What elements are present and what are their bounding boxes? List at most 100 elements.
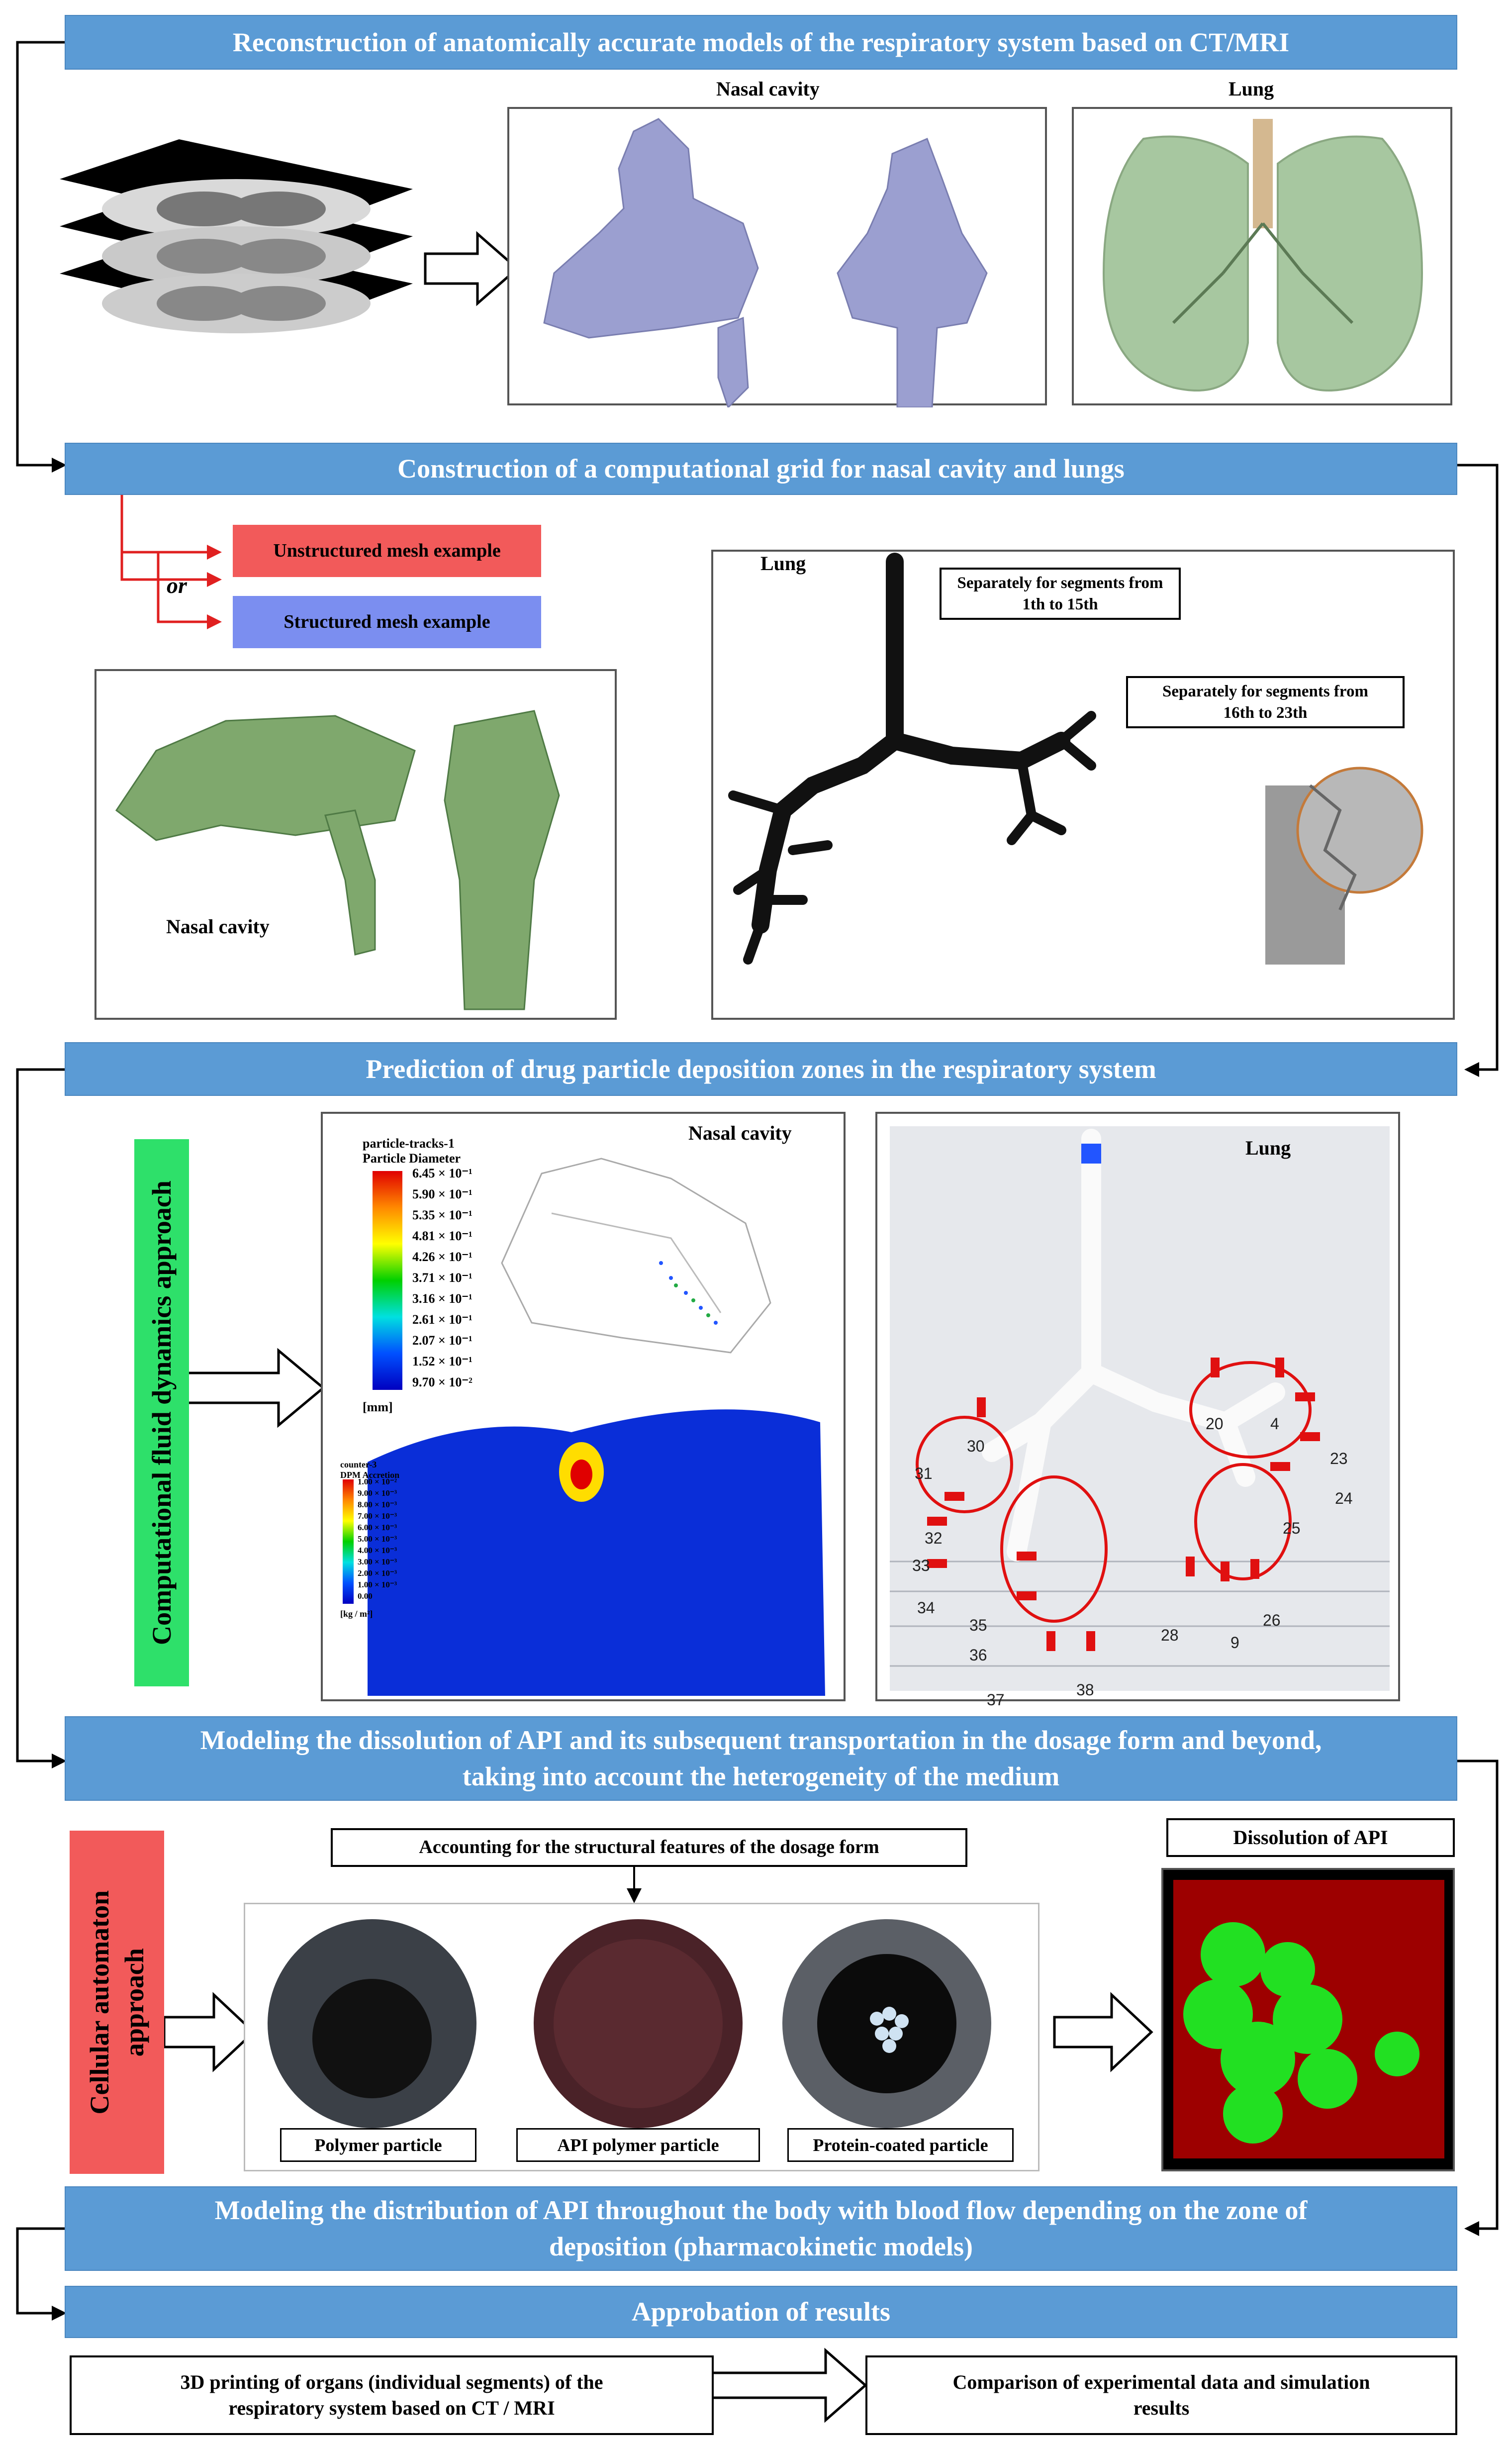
comparison-line1: Comparison of experimental data and simu… [952,2371,1370,2393]
particle-diameter-colorbar [373,1171,402,1390]
nasal-cfd-frame: Nasal cavity particle-tracks-1 Particle … [321,1112,846,1701]
lung-airway-mesh [728,553,1096,965]
lung-segment-number: 38 [1076,1681,1094,1699]
cfd-approach-text: Computational fluid dynamics approach [146,1180,177,1645]
lung-segment-number: 36 [969,1646,987,1664]
banner-prediction-text: Prediction of drug particle deposition z… [366,1054,1156,1084]
dissolution-api-box: Dissolution of API [1166,1818,1455,1857]
dpm-accretion-colorbar [343,1479,354,1604]
legend-value: 4.81 × 10⁻¹ [412,1229,472,1243]
lung-cfd-scene [890,1126,1390,1691]
callout-1-line1: Separately for segments from [957,574,1163,592]
lung-segment-number: 32 [925,1529,943,1547]
banner-prediction: Prediction of drug particle deposition z… [65,1042,1457,1096]
legend-value: 1.00 × 10⁻³ [358,1580,397,1589]
callout-2-line1: Separately for segments from [1162,682,1368,700]
lung-segment-number: 28 [1161,1626,1179,1644]
banner-distribution-line1: Modeling the distribution of API through… [214,2195,1308,2226]
unstructured-mesh-label: Unstructured mesh example [233,525,541,577]
legend-value: 6.45 × 10⁻¹ [412,1166,472,1180]
legend-value: 9.70 × 10⁻² [412,1375,472,1389]
lung-segment-number: 24 [1335,1489,1353,1507]
nasal-cavity-title: Nasal cavity [716,78,820,100]
callout-2-line2: 16th to 23th [1223,703,1308,722]
printing-organs-line2: respiratory system based on CT / MRI [228,2397,555,2419]
dissolution-simulation-image [1161,1868,1455,2171]
legend-value: 5.35 × 10⁻¹ [412,1208,472,1222]
banner-grid: Construction of a computational grid for… [65,443,1457,495]
nasal-particle-tracks [368,1158,825,1696]
legend-value: 5.00 × 10⁻³ [358,1534,397,1544]
comparison-box: Comparison of experimental data and simu… [865,2355,1457,2435]
banner-approbation-text: Approbation of results [631,2297,891,2327]
legend-value: 2.00 × 10⁻³ [358,1568,397,1578]
banner-reconstruction-text: Reconstruction of anatomically accurate … [232,27,1290,57]
lung-segment-number: 23 [1330,1450,1348,1467]
lung-3d-frame [1072,107,1452,405]
lung-segment-number: 30 [967,1437,985,1455]
nasal-mesh-frame: Nasal cavity [94,669,617,1020]
legend-title-line2: Particle Diameter [363,1151,461,1166]
banner-dissolution-line2: taking into account the heterogeneity of… [462,1761,1060,1791]
legend2-unit: [kg / m²] [340,1609,373,1619]
polymer-particle-label: Polymer particle [280,2128,476,2162]
legend-value: 2.61 × 10⁻¹ [412,1312,472,1327]
accounting-structural-box: Accounting for the structural features o… [331,1828,967,1867]
api-polymer-particle-label: API polymer particle [516,2128,760,2162]
comparison-line2: results [1133,2397,1190,2419]
legend-value: 9.00 × 10⁻³ [358,1488,397,1498]
lung-cfd-title: Lung [1245,1137,1291,1159]
ct-slice-stack [60,139,413,333]
lung-segment-number: 37 [987,1691,1005,1709]
nasal-cfd-title: Nasal cavity [688,1122,792,1144]
lung-segment-number: 33 [912,1557,930,1574]
legend-title-line1: particle-tracks-1 [363,1136,455,1151]
legend2-title-line1: counter-3 [340,1460,377,1469]
lung-segment-number: 34 [917,1599,935,1617]
nasal-mesh-model [115,710,560,1010]
legend-value: 3.16 × 10⁻¹ [412,1291,472,1306]
lung-mesh-frame: Lung Separately for segments from 1th to… [711,550,1455,1020]
lung-segment-number: 35 [969,1616,987,1634]
lung-model [1102,119,1423,391]
legend-value: 0.00 [358,1591,373,1601]
nasal-cavity-model [543,118,988,407]
legend-value: 1.52 × 10⁻¹ [412,1354,472,1368]
cfd-approach-label: Computational fluid dynamics approach [134,1139,189,1686]
lung-segment-number: 4 [1270,1415,1279,1433]
structured-mesh-label: Structured mesh example [233,596,541,648]
legend-value: 3.00 × 10⁻³ [358,1557,397,1566]
nasal-mesh-label: Nasal cavity [166,915,270,938]
legend-value: 7.00 × 10⁻³ [358,1511,397,1521]
legend-title: particle-tracks-1 Particle Diameter [363,1136,461,1166]
legend-value: 3.71 × 10⁻¹ [412,1270,472,1285]
banner-reconstruction: Reconstruction of anatomically accurate … [65,15,1457,70]
callout-1-line2: 1th to 15th [1022,595,1098,613]
callout-segments-16-23: Separately for segments from 16th to 23t… [1126,676,1405,728]
legend-value: 4.00 × 10⁻³ [358,1546,397,1555]
banner-approbation: Approbation of results [65,2286,1457,2338]
lung-segment-number: 20 [1206,1415,1224,1433]
alveolar-mesh-detail [1265,767,1423,965]
lung-segment-number: 25 [1283,1519,1301,1537]
legend-value: 6.00 × 10⁻³ [358,1523,397,1532]
ca-approach-line1: Cellular automaton [84,1890,114,2115]
nasal-cavity-3d-frame [507,107,1047,407]
lung-segment-number: 9 [1230,1634,1239,1652]
legend-value: 4.26 × 10⁻¹ [412,1250,472,1264]
legend-value: 8.00 × 10⁻³ [358,1500,397,1509]
banner-dissolution: Modeling the dissolution of API and its … [65,1716,1457,1801]
banner-distribution: Modeling the distribution of API through… [65,2186,1457,2271]
protein-coated-particle-label: Protein-coated particle [787,2128,1014,2162]
legend-value: 5.90 × 10⁻¹ [412,1187,472,1201]
dissolution-particles [1173,1880,1444,2158]
legend2-title-line2: DPM Accretion [340,1470,400,1480]
printing-organs-line1: 3D printing of organs (individual segmen… [180,2371,603,2393]
callout-segments-1-15: Separately for segments from 1th to 15th [940,568,1181,620]
legend2-title: counter-3 DPM Accretion [340,1460,399,1480]
lung-mesh-label: Lung [760,552,806,575]
